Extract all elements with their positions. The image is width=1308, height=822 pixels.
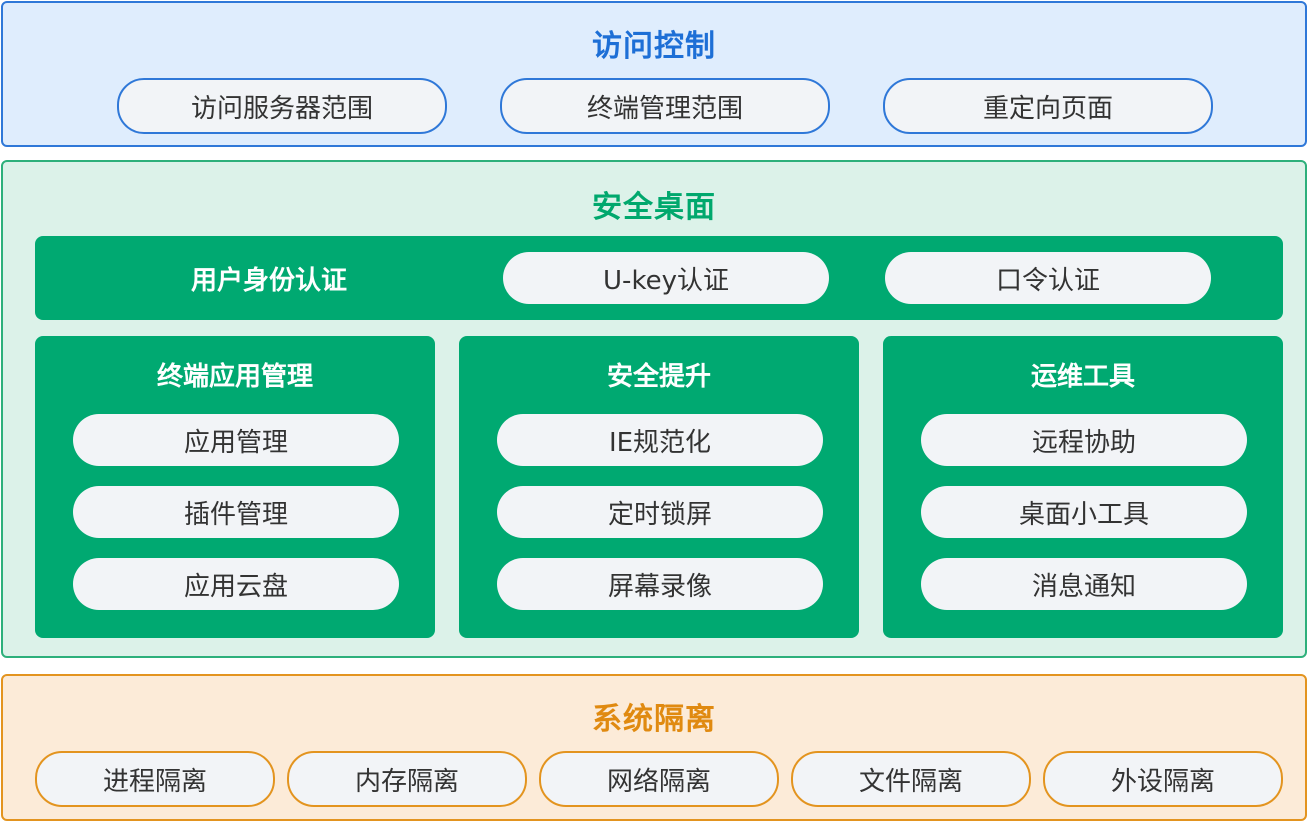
list-item: 应用管理 — [73, 414, 399, 466]
ukey-auth-item: U-key认证 — [503, 252, 829, 304]
panel-title: 终端应用管理 — [156, 362, 313, 392]
list-item: 插件管理 — [73, 486, 399, 538]
terminal-app-management-panel: 终端应用管理 应用管理 插件管理 应用云盘 — [35, 336, 435, 638]
peripheral-isolation-item: 外设隔离 — [1043, 751, 1283, 807]
system-isolation-section: 系统隔离 进程隔离 内存隔离 网络隔离 文件隔离 外设隔离 — [1, 674, 1307, 821]
terminal-management-scope-item: 终端管理范围 — [500, 78, 830, 134]
secure-desktop-title: 安全桌面 — [592, 190, 716, 225]
system-isolation-title: 系统隔离 — [592, 702, 716, 737]
user-authentication-bar: 用户身份认证 U-key认证 口令认证 — [35, 236, 1283, 320]
list-item: 定时锁屏 — [497, 486, 823, 538]
panel-title: 运维工具 — [1030, 362, 1135, 392]
list-item: 应用云盘 — [73, 558, 399, 610]
list-item: 远程协助 — [921, 414, 1247, 466]
list-item: IE规范化 — [497, 414, 823, 466]
ops-tools-panel: 运维工具 远程协助 桌面小工具 消息通知 — [883, 336, 1283, 638]
access-server-scope-item: 访问服务器范围 — [117, 78, 447, 134]
panel-title: 安全提升 — [606, 362, 711, 392]
file-isolation-item: 文件隔离 — [791, 751, 1031, 807]
list-item: 屏幕录像 — [497, 558, 823, 610]
access-control-section: 访问控制 访问服务器范围 终端管理范围 重定向页面 — [1, 1, 1307, 147]
redirect-page-item: 重定向页面 — [883, 78, 1213, 134]
memory-isolation-item: 内存隔离 — [287, 751, 527, 807]
access-control-title: 访问控制 — [592, 29, 716, 64]
password-auth-item: 口令认证 — [885, 252, 1211, 304]
network-isolation-item: 网络隔离 — [539, 751, 779, 807]
secure-desktop-section: 安全桌面 用户身份认证 U-key认证 口令认证 终端应用管理 应用管理 插件管… — [1, 160, 1307, 658]
user-authentication-label: 用户身份认证 — [190, 265, 347, 296]
list-item: 桌面小工具 — [921, 486, 1247, 538]
security-enhancement-panel: 安全提升 IE规范化 定时锁屏 屏幕录像 — [459, 336, 859, 638]
process-isolation-item: 进程隔离 — [35, 751, 275, 807]
list-item: 消息通知 — [921, 558, 1247, 610]
